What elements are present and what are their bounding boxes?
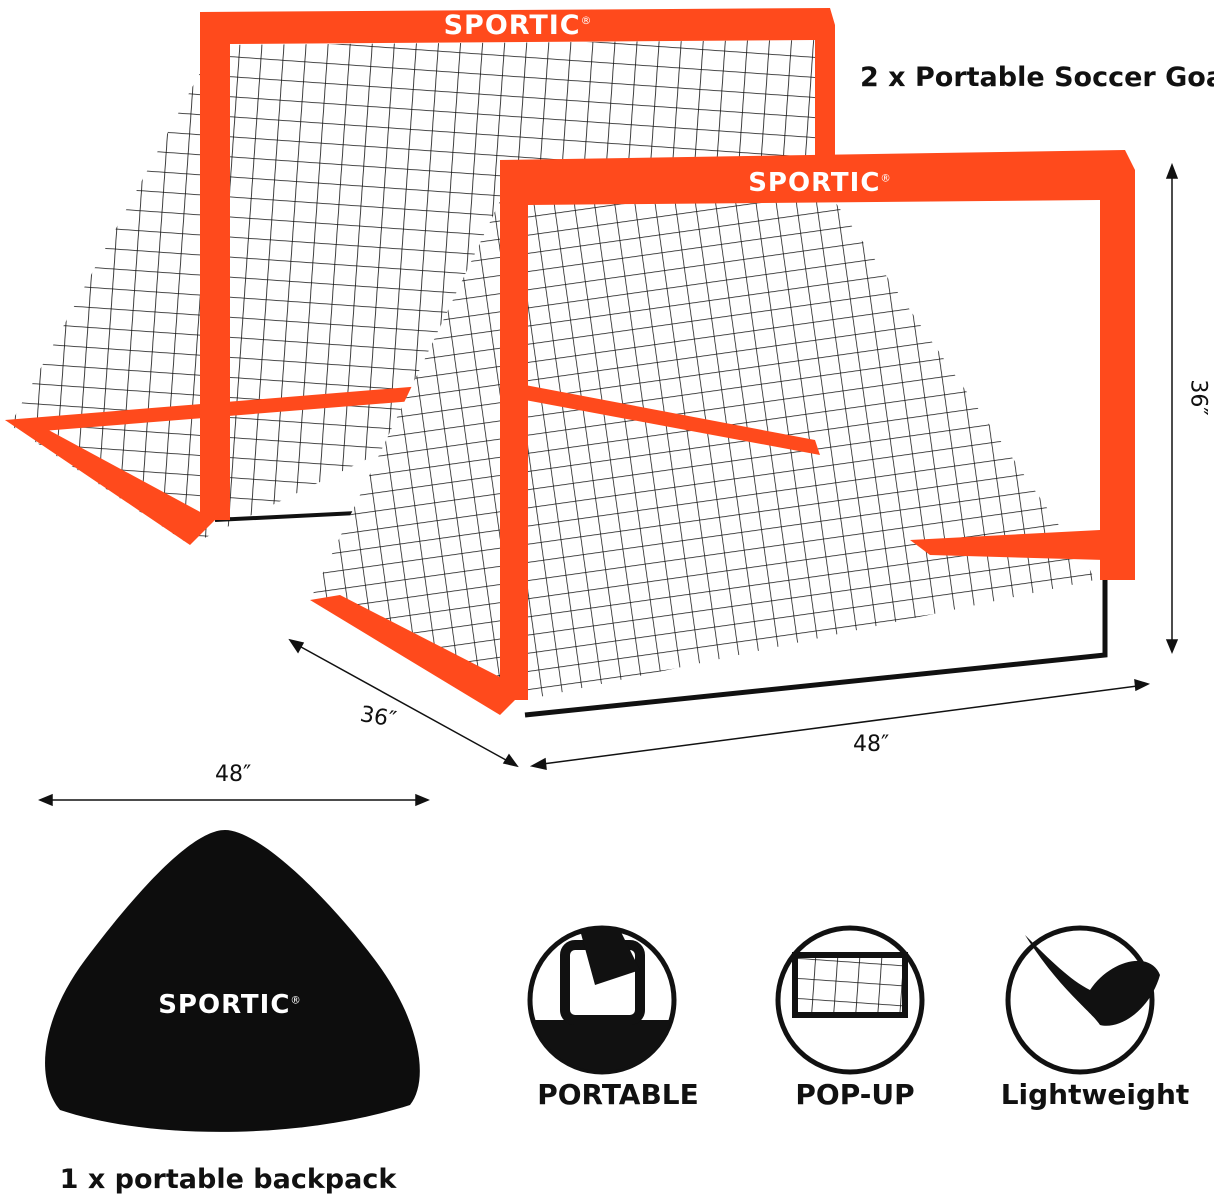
feature-label-lightweight: Lightweight xyxy=(1000,1078,1190,1111)
back-goal-logo: SPORTIC® xyxy=(443,10,593,41)
feature-label-popup: POP-UP xyxy=(795,1078,915,1111)
dimension-arrows xyxy=(38,162,1179,807)
backpack-logo: SPORTIC® xyxy=(158,990,302,1020)
front-goal-logo: SPORTIC® xyxy=(748,168,892,198)
hand-carry-icon xyxy=(527,925,677,1075)
feature-label-portable: PORTABLE xyxy=(537,1078,699,1111)
width-label: 48″ xyxy=(853,732,890,757)
feather-icon xyxy=(1005,925,1160,1075)
bag-width-label: 48″ xyxy=(215,762,252,787)
bag-caption: 1 x portable backpack xyxy=(59,1164,397,1195)
goal-icon xyxy=(775,925,925,1075)
backpack-image xyxy=(45,830,420,1132)
height-label: 36″ xyxy=(1185,379,1211,416)
front-goal xyxy=(310,150,1135,718)
headline: 2 x Portable Soccer Goal xyxy=(860,62,1214,93)
